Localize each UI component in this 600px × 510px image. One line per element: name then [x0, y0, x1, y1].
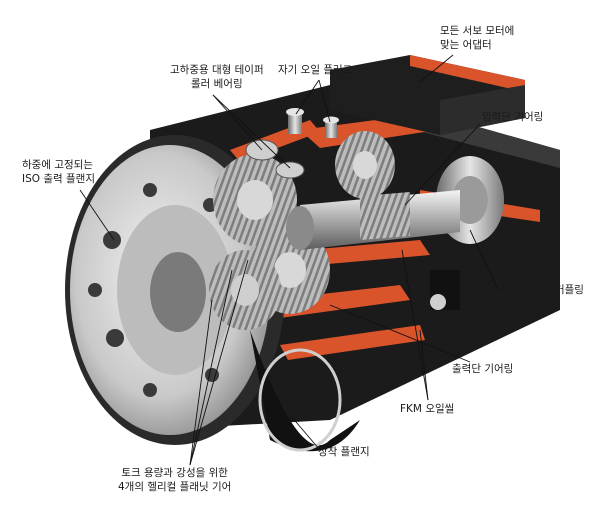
label-input-coupling-line1: 저관성 입력 커플링 — [500, 284, 584, 296]
label-magnetic-plug-line1: 자기 오일 플러그 — [278, 64, 353, 76]
oil-plugs — [286, 108, 339, 138]
mounting-flange — [250, 330, 360, 452]
label-planet-gears-line1: 토크 용량과 강성을 위한 — [121, 467, 228, 479]
label-mount-flange-line1: 장착 플랜지 — [318, 446, 370, 458]
label-iso-flange-line1: 하중에 고정되는 — [22, 159, 93, 171]
tapered-roller-bearing — [245, 139, 305, 179]
label-servo-adapter-line1: 모든 서보 모터에 — [440, 25, 515, 37]
label-magnetic-plug: 자기 오일 플러그 — [278, 63, 352, 77]
label-tapered-bearing-line1: 고하중용 대형 테이퍼 — [170, 64, 264, 76]
label-input-bearing: 입력단 기어링 — [482, 110, 543, 124]
label-output-bearing-line1: 출력단 기어링 — [452, 363, 514, 375]
label-iso-flange-line2: ISO 출력 플랜지 — [22, 173, 96, 185]
servo-adapter — [330, 55, 525, 135]
label-tapered-bearing-line2: 롤러 베어링 — [190, 78, 243, 90]
label-mount-flange: 장착 플랜지 — [318, 445, 370, 459]
label-planet-gears-line2: 4개의 헬리컬 플래닛 기어 — [118, 481, 232, 493]
label-fkm-seal-line1: FKM 오일씰 — [400, 403, 455, 415]
label-tapered-bearing: 고하중용 대형 테이퍼 롤러 베어링 — [170, 63, 264, 91]
label-servo-adapter-line2: 맞는 어댑터 — [440, 39, 492, 51]
label-output-bearing: 출력단 기어링 — [452, 362, 513, 376]
label-servo-adapter: 모든 서보 모터에 맞는 어댑터 — [440, 24, 514, 52]
label-planet-gears: 토크 용량과 강성을 위한 4개의 헬리컬 플래닛 기어 — [118, 466, 231, 494]
label-input-coupling: 저관성 입력 커플링 — [500, 283, 584, 297]
label-input-bearing-line1: 입력단 기어링 — [482, 111, 544, 123]
sun-shaft — [286, 190, 460, 250]
label-iso-flange: 하중에 고정되는 ISO 출력 플랜지 — [22, 158, 95, 186]
label-fkm-seal: FKM 오일씰 — [400, 402, 454, 416]
